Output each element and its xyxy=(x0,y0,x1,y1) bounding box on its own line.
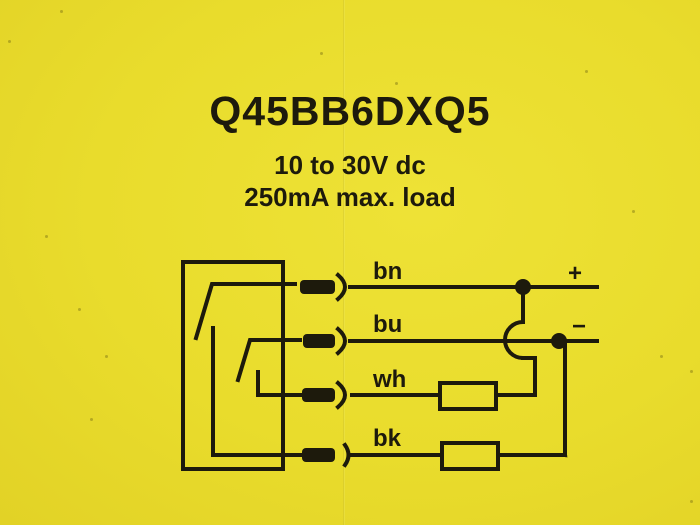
speck xyxy=(320,52,323,55)
wire-label-bn: bn xyxy=(373,258,402,285)
junction-dot-minus xyxy=(551,333,567,349)
speck xyxy=(105,355,108,358)
speck xyxy=(585,70,588,73)
speck xyxy=(78,308,81,311)
speck xyxy=(690,500,693,503)
speck xyxy=(45,235,48,238)
max-load: 250mA max. load xyxy=(244,182,456,212)
speck xyxy=(632,210,635,213)
wire-label-wh: wh xyxy=(372,366,406,393)
wire-label-bu: bu xyxy=(373,311,402,338)
speck xyxy=(90,418,93,421)
connector-pin-bn xyxy=(300,280,335,294)
speck xyxy=(395,82,398,85)
model-number: Q45BB6DXQ5 xyxy=(209,88,491,134)
wire-label-bk: bk xyxy=(373,425,402,452)
housing-outline xyxy=(181,260,285,471)
connector-pin-wh xyxy=(302,388,335,402)
connector-pin-bk xyxy=(302,448,335,462)
label-fold-crease xyxy=(343,0,345,525)
speck xyxy=(60,10,63,13)
junction-dot-plus xyxy=(515,279,531,295)
speck xyxy=(8,40,11,43)
supply-voltage: 10 to 30V dc xyxy=(274,150,426,180)
speck xyxy=(690,370,693,373)
minus-terminal-icon: − xyxy=(572,313,586,340)
plus-terminal-icon: + xyxy=(568,260,582,287)
connector-pin-bu xyxy=(303,334,335,348)
speck xyxy=(660,355,663,358)
